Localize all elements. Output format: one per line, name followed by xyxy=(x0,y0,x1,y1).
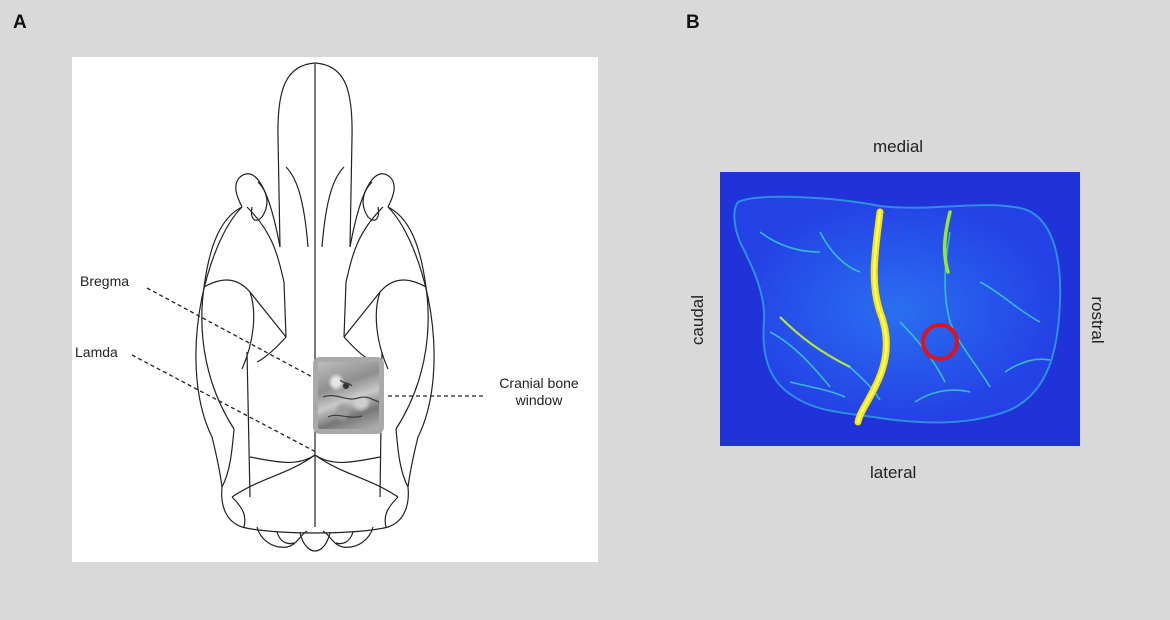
orientation-left-label: caudal xyxy=(688,294,707,346)
bregma-label: Bregma xyxy=(80,273,130,289)
lamda-label: Lamda xyxy=(75,344,118,360)
orientation-top-label: medial xyxy=(873,137,924,156)
orientation-bottom-label: lateral xyxy=(870,463,917,482)
cranial-window-label-line2: window xyxy=(515,392,563,408)
orientation-right-label: rostral xyxy=(1088,296,1107,344)
cranial-window-label: Cranial bone window xyxy=(484,375,594,409)
roi-circle-marker xyxy=(921,323,959,361)
skull-outline-drawing xyxy=(131,62,484,552)
panel-label-a: A xyxy=(13,12,27,33)
blood-flow-map xyxy=(733,195,1062,426)
cranial-window-label-line1: Cranial bone xyxy=(499,375,579,391)
lateral-vessel xyxy=(779,316,851,368)
cranial-window-photo xyxy=(313,357,384,434)
perfused-cortex-region xyxy=(733,195,1062,424)
secondary-vessel xyxy=(942,210,952,274)
panel-label-b: B xyxy=(686,12,700,33)
skull-diagram-panel: Bregma Lamda Cranial bone window xyxy=(72,57,598,562)
blood-flow-image xyxy=(720,172,1080,446)
main-artery-highlight xyxy=(856,210,888,424)
